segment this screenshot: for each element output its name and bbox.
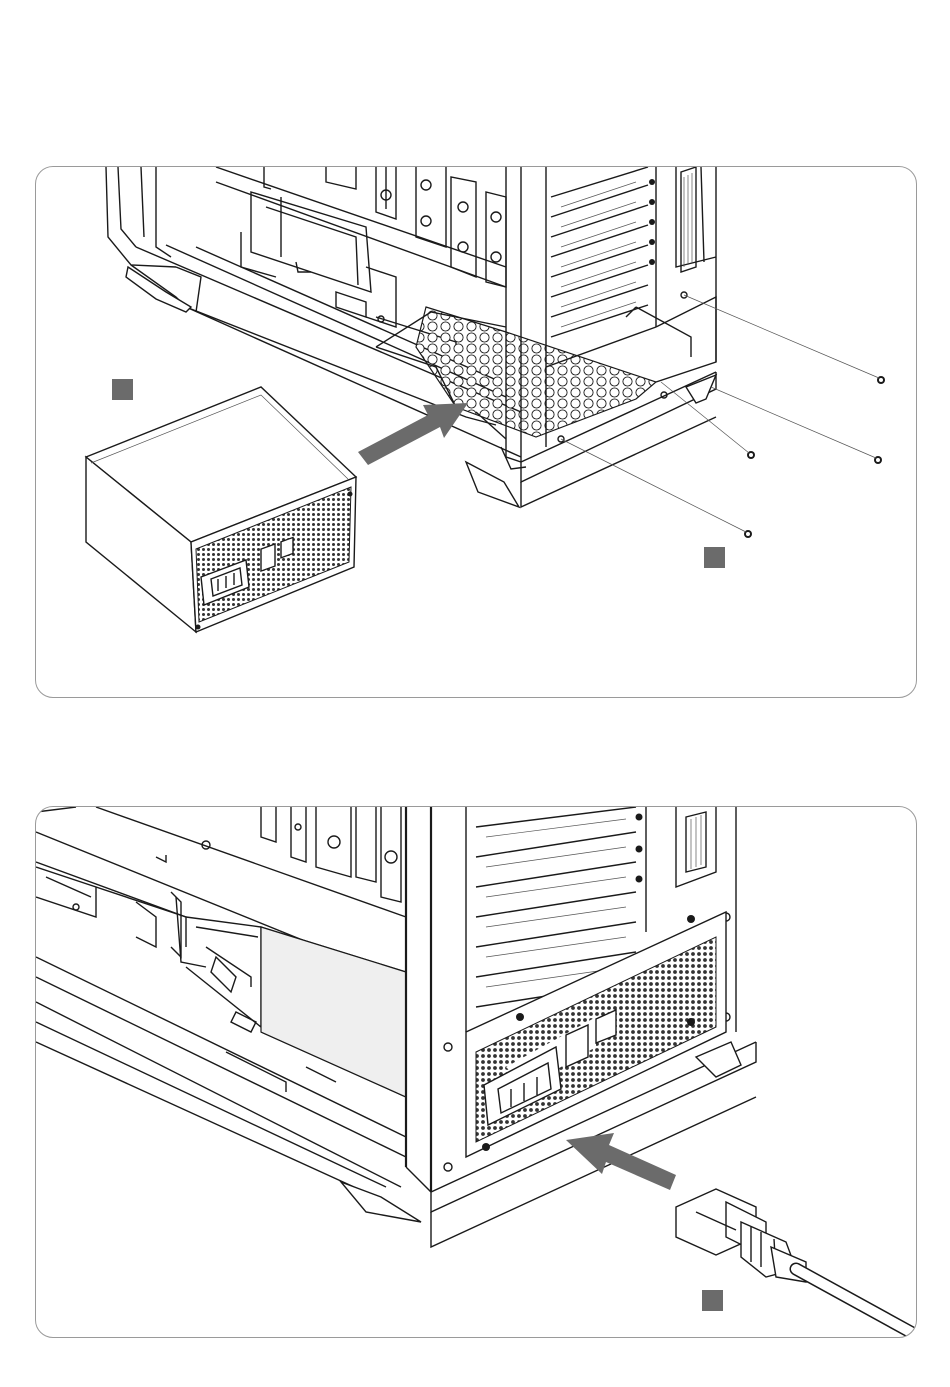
psu-rear-panel (466, 912, 726, 1157)
psu-body-inside (261, 927, 406, 1097)
screw (874, 456, 882, 464)
insert-direction-arrow (358, 403, 468, 465)
expansion-bays (261, 807, 401, 902)
pci-slot-covers (551, 167, 696, 337)
step-marker (702, 1290, 723, 1311)
power-cord-illustration (36, 807, 916, 1337)
screw-guide-lines (561, 295, 879, 532)
step-marker (704, 547, 725, 568)
power-cord-plug (676, 1189, 806, 1282)
power-cable (796, 1269, 916, 1335)
step-panel-connect-power-cord (35, 806, 917, 1338)
psu-install-illustration (36, 167, 916, 697)
step-panel-install-psu (35, 166, 917, 698)
case-foot-left (126, 267, 191, 312)
step-marker (112, 379, 133, 400)
screw (744, 530, 752, 538)
case-foot-front (341, 1182, 421, 1222)
screw (877, 376, 885, 384)
power-supply-unit (86, 387, 356, 632)
